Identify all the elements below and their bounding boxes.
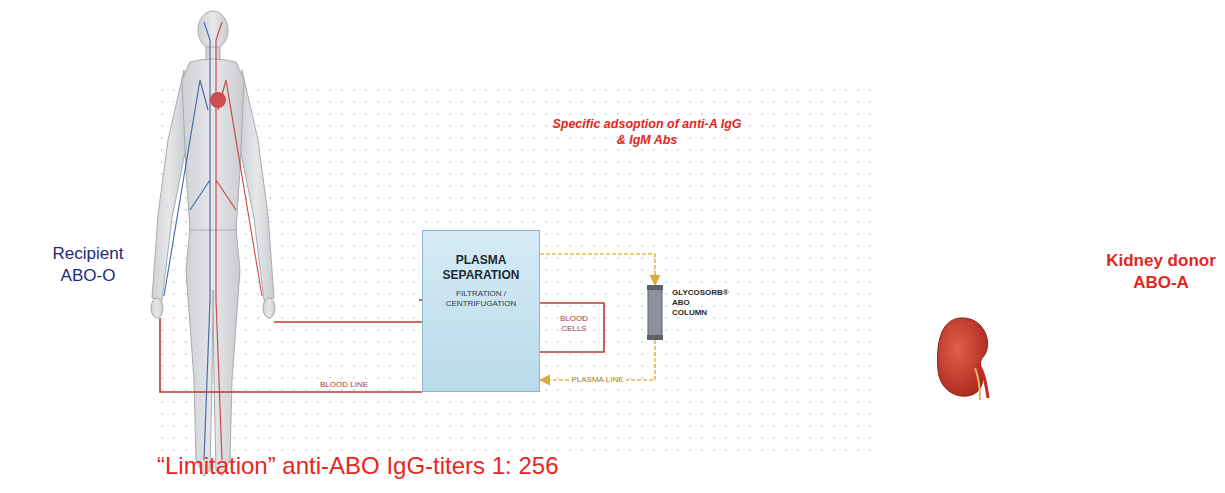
node-title: PLASMA SEPARATION — [429, 253, 533, 283]
process-box: PLASMA SEPARATION FILTRATION / CENTRIFUGA… — [422, 230, 540, 392]
blood-cells-label: BLOOD CELLS — [552, 314, 596, 333]
node-title: GLYCOSORB® ABO COLUMN — [672, 288, 727, 318]
human-figure — [151, 11, 275, 476]
adsorption-note: Specific adsoption of anti-A IgG & IgM A… — [552, 116, 742, 149]
column-symbol — [645, 285, 665, 340]
blood-line-label: BLOOD LINE — [318, 380, 370, 389]
edge-label: PLASMA LINE — [569, 375, 625, 385]
blood-line — [160, 300, 433, 392]
blood-cells-line — [540, 303, 604, 352]
plasma-line — [540, 340, 655, 380]
blood-vessels — [164, 22, 262, 460]
node-subtitle: FILTRATION / CENTRIFUGATION — [429, 289, 533, 310]
plasma-line — [540, 254, 655, 285]
limitation-note: “Limitation” anti-ABO IgG-titers 1: 256 — [157, 452, 558, 480]
kidney-icon — [938, 318, 988, 400]
donor-label: Kidney donor ABO-A — [1104, 250, 1218, 294]
adsorption-column: GLYCOSORB® ABO COLUMN — [645, 285, 727, 340]
recipient-label: Recipient ABO-O — [48, 243, 128, 287]
